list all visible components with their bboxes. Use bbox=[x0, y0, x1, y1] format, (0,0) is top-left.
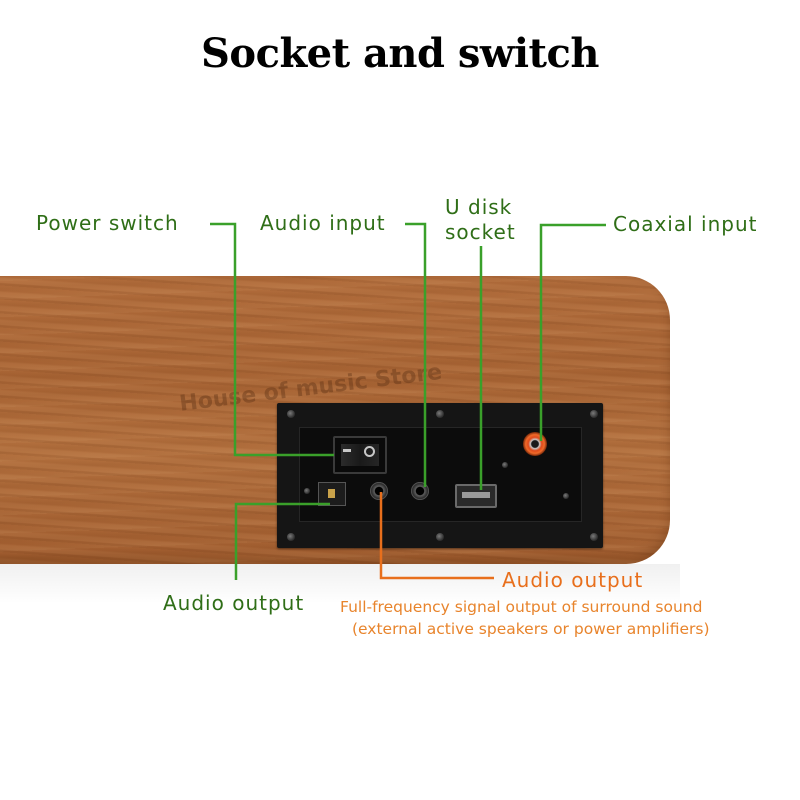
label-audio-output-right: Audio output bbox=[502, 568, 644, 592]
rocker-off-mark bbox=[364, 446, 375, 457]
panel-screw bbox=[436, 410, 444, 418]
panel-screw bbox=[563, 493, 569, 499]
speaker-shadow bbox=[0, 564, 680, 604]
panel-screw bbox=[590, 533, 598, 541]
description-line-2: (external active speakers or power ampli… bbox=[352, 620, 710, 638]
label-coaxial-input: Coaxial input bbox=[613, 212, 758, 236]
label-u-disk-line2: socket bbox=[445, 220, 516, 244]
callout-line-audio-output-right bbox=[379, 492, 494, 580]
panel-screw bbox=[590, 410, 598, 418]
label-u-disk-line1: U disk bbox=[445, 195, 513, 219]
description-line-1: Full-frequency signal output of surround… bbox=[340, 598, 703, 616]
dc-power-socket bbox=[318, 482, 346, 506]
page-title: Socket and switch bbox=[201, 30, 599, 77]
panel-screw bbox=[436, 533, 444, 541]
coaxial-jack bbox=[523, 432, 547, 456]
callout-line-coaxial bbox=[539, 223, 606, 441]
label-audio-output-left: Audio output bbox=[163, 591, 305, 615]
callout-line-audio-output-left bbox=[234, 502, 330, 580]
rocker-on-mark bbox=[343, 449, 351, 452]
panel-screw bbox=[304, 488, 310, 494]
label-power-switch: Power switch bbox=[36, 211, 179, 235]
label-audio-input: Audio input bbox=[260, 211, 386, 235]
callout-line-audio-input bbox=[405, 222, 427, 487]
panel-screw bbox=[287, 410, 295, 418]
audio-output-jack bbox=[370, 482, 388, 500]
panel-screw bbox=[502, 462, 508, 468]
panel-screw bbox=[287, 533, 295, 541]
usb-port bbox=[455, 484, 497, 508]
callout-line-power-switch bbox=[210, 222, 334, 457]
